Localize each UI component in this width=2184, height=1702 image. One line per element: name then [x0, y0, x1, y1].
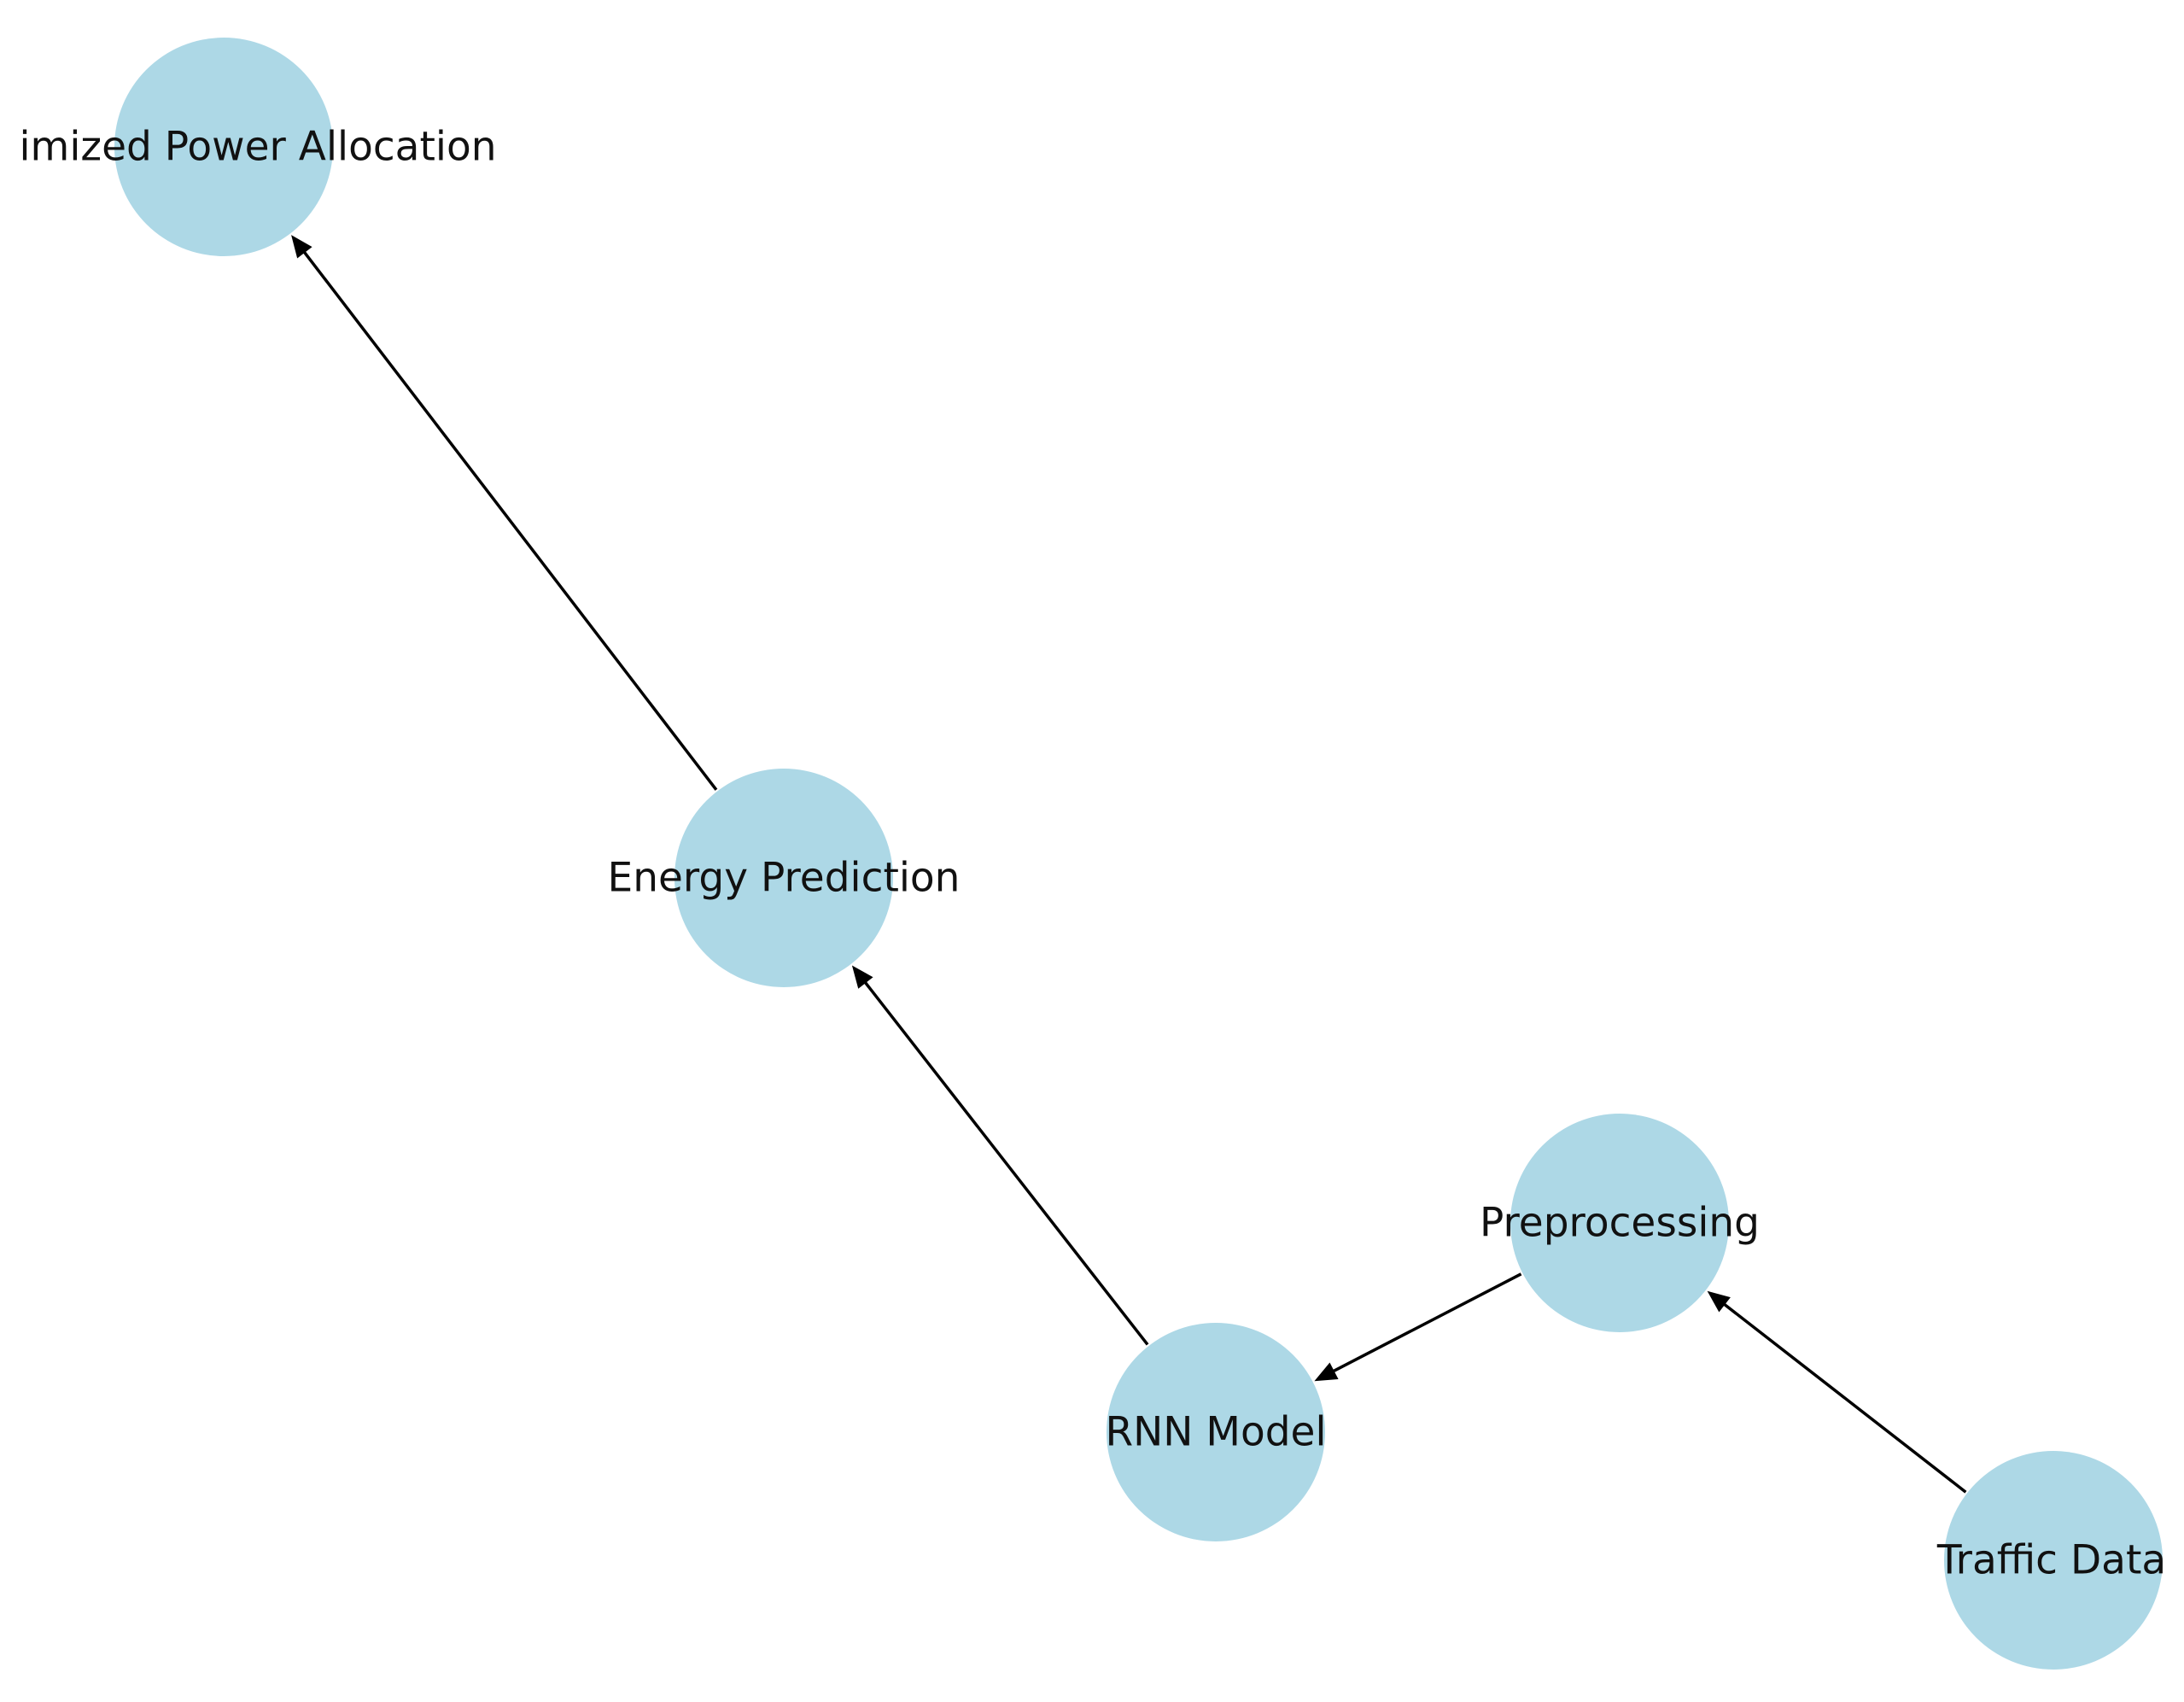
arrowhead-icon [851, 965, 873, 989]
edge-line [1330, 1272, 1522, 1374]
node-label-rnn-model: RNN Model [1105, 1409, 1326, 1456]
edge-preprocessing-to-rnn-model [1314, 1272, 1522, 1382]
edge-line [301, 249, 718, 791]
node-circle-preprocessing [1510, 1114, 1729, 1332]
edge-line [862, 979, 1149, 1346]
edges-layer [291, 235, 1967, 1494]
edge-line [1720, 1301, 1967, 1494]
node-traffic-data: Traffic Data [1936, 1451, 2166, 1670]
arrowhead-icon [291, 235, 312, 259]
node-energy-prediction: Energy Prediction [608, 769, 961, 987]
node-label-energy-prediction: Energy Prediction [608, 855, 961, 902]
arrowhead-icon [1314, 1362, 1339, 1382]
node-preprocessing: Preprocessing [1480, 1114, 1760, 1332]
node-circle-traffic-data [1944, 1451, 2163, 1670]
edge-energy-prediction-to-optimized-power-allocation [291, 235, 718, 791]
node-circle-optimized-power-allocation [114, 38, 333, 256]
arrowhead-icon [1707, 1290, 1731, 1313]
edge-rnn-model-to-energy-prediction [851, 965, 1149, 1346]
node-label-preprocessing: Preprocessing [1480, 1200, 1760, 1247]
node-rnn-model: RNN Model [1105, 1323, 1327, 1541]
node-label-traffic-data: Traffic Data [1936, 1537, 2166, 1584]
node-circle-rnn-model [1107, 1323, 1325, 1541]
node-circle-energy-prediction [674, 769, 893, 987]
nodes-layer: imized Power Allocation Energy Predictio… [20, 38, 2166, 1670]
node-label-optimized-power-allocation: imized Power Allocation [20, 124, 497, 171]
node-optimized-power-allocation: imized Power Allocation [20, 38, 497, 256]
edge-traffic-data-to-preprocessing [1707, 1290, 1967, 1494]
